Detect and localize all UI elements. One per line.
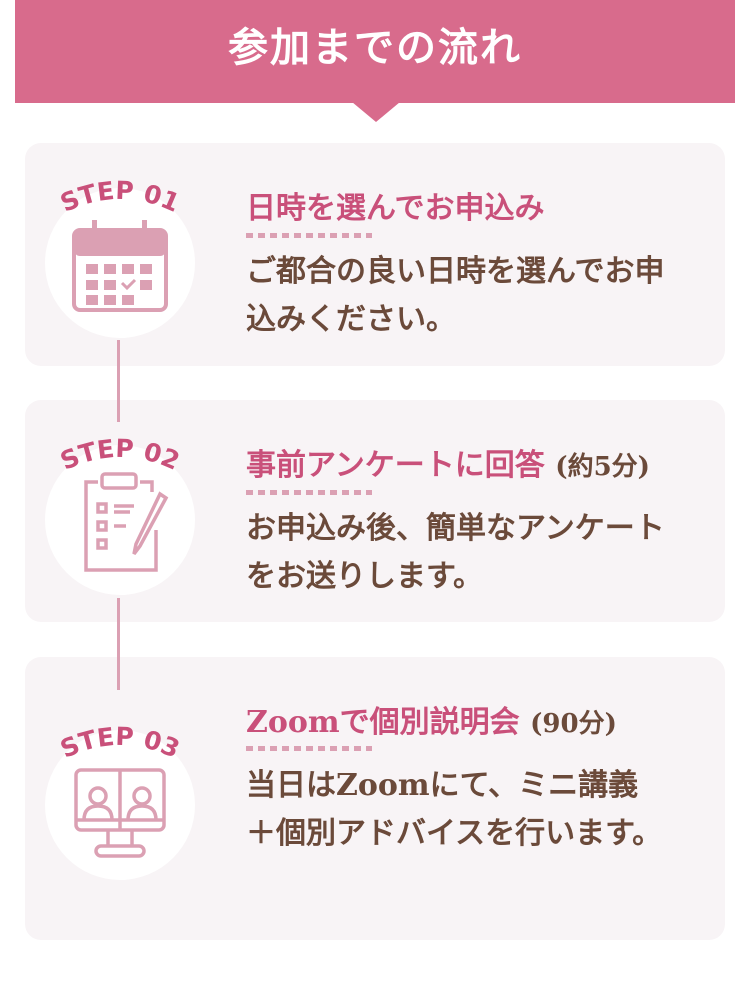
connector-line	[117, 340, 120, 422]
svg-text:STEP 03: STEP 03	[56, 722, 184, 764]
step-description: ご都合の良い日時を選んでお申込みください。	[246, 254, 665, 337]
step-title: Zoomで個別説明会 (90分)	[246, 697, 617, 741]
header-arrow	[352, 102, 400, 122]
step-title-text: Zoomで個別説明会	[246, 705, 520, 740]
step-description: 当日はZoomにて、ミニ講義＋個別アドバイスを行います。	[246, 768, 663, 851]
step-description: お申込み後、簡単なアンケートをお送りします。	[246, 511, 665, 594]
clipboard-icon	[84, 472, 169, 572]
step-label: STEP 03	[56, 722, 184, 764]
connector-line	[117, 598, 120, 690]
svg-text:STEP 01: STEP 01	[56, 176, 184, 218]
step-label: STEP 02	[56, 434, 184, 476]
step-label: STEP 01	[56, 176, 184, 218]
duration-note: (約5分)	[555, 452, 650, 482]
header-banner: 参加までの流れ	[15, 0, 735, 103]
page-title: 参加までの流れ	[228, 24, 522, 71]
dotted-divider	[246, 490, 372, 495]
video-call-icon	[74, 768, 166, 858]
step-title: 事前アンケートに回答 (約5分)	[246, 440, 650, 484]
step-title: 日時を選んでお申込み	[246, 191, 545, 226]
duration-note: (90分)	[530, 709, 617, 739]
dotted-divider	[246, 746, 372, 751]
step-title-text: 事前アンケートに回答	[246, 448, 545, 483]
calendar-icon	[72, 220, 168, 312]
dotted-divider	[246, 233, 372, 238]
